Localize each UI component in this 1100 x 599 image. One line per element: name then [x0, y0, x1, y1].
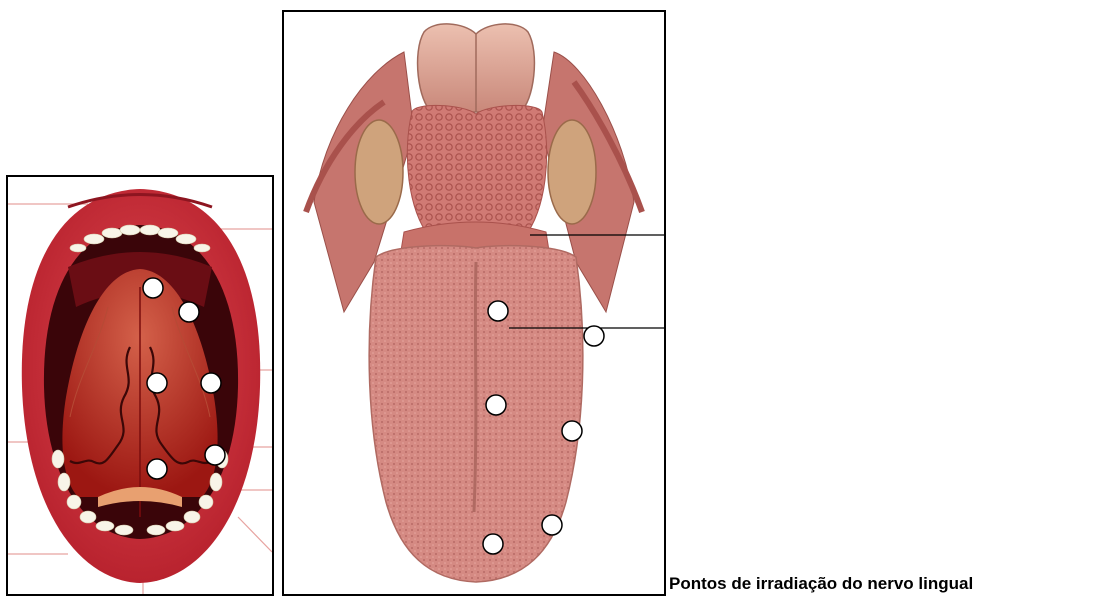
- lingual-tonsil: [407, 105, 546, 237]
- marker-point: [562, 421, 582, 441]
- leader-line: [238, 517, 272, 552]
- palatine-tonsil-right: [548, 120, 596, 224]
- mouth-illustration-panel: [6, 175, 274, 596]
- marker-point: [483, 534, 503, 554]
- mouth-illustration: [8, 177, 272, 594]
- marker-point: [179, 302, 199, 322]
- marker-point: [584, 326, 604, 346]
- marker-point: [147, 373, 167, 393]
- marker-point: [488, 301, 508, 321]
- palatine-tonsil-left: [355, 120, 403, 224]
- marker-point: [205, 445, 225, 465]
- marker-point: [143, 278, 163, 298]
- tongue-anatomy-panel: [282, 10, 666, 596]
- tongue-anatomy-illustration: [284, 12, 664, 594]
- marker-point: [147, 459, 167, 479]
- marker-point: [201, 373, 221, 393]
- marker-point: [542, 515, 562, 535]
- figure-caption: Pontos de irradiação do nervo lingual: [669, 574, 973, 594]
- marker-point: [486, 395, 506, 415]
